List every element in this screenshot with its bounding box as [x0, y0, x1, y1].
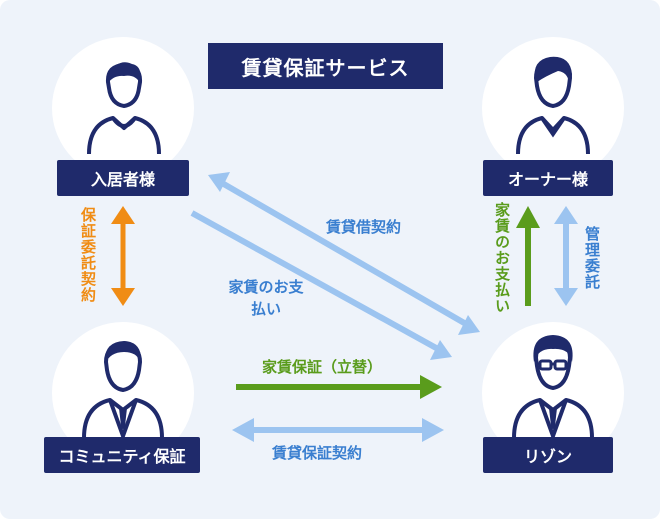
rent-payment-owner-arrow: [516, 206, 540, 306]
tenant-circle: [52, 37, 194, 179]
rent-payment-tenant-arrow: [190, 210, 452, 360]
person-casual-icon: [87, 62, 161, 155]
guarantor-label: コミュニティ保証: [44, 437, 200, 473]
rent-guarantee-label: 家賃保証（立替）: [262, 358, 383, 376]
diagram-title: 賃貸保証サービス: [208, 43, 443, 89]
rizon-label: リゾン: [483, 437, 613, 473]
guarantee-contract-vertical-label: 保証委託契約: [79, 207, 97, 303]
rent-payment-tenant-text: 家賃のお支払い: [228, 278, 304, 318]
owner-label: オーナー様: [483, 160, 613, 196]
management-arrow: [554, 206, 578, 306]
rent-payment-tenant-label: 家賃のお支払い: [226, 276, 306, 320]
management-label: 管理委託: [583, 226, 601, 290]
guarantee-contract-label: 賃貸保証契約: [272, 444, 363, 462]
person-glasses-icon: [512, 335, 594, 438]
guarantee-contract-horizontal-arrow: [232, 418, 444, 442]
rent-payment-owner-label: 家賃のお支払い: [493, 202, 511, 314]
person-casual-icon: [516, 56, 590, 155]
lease-contract-label: 賃貸借契約: [326, 218, 402, 236]
person-suit-icon: [82, 341, 164, 438]
rent-guarantee-arrow: [236, 375, 442, 399]
tenant-label: 入居者様: [57, 160, 189, 196]
lease-contract-arrow: [208, 172, 480, 335]
guarantee-contract-arrow: [111, 206, 135, 306]
